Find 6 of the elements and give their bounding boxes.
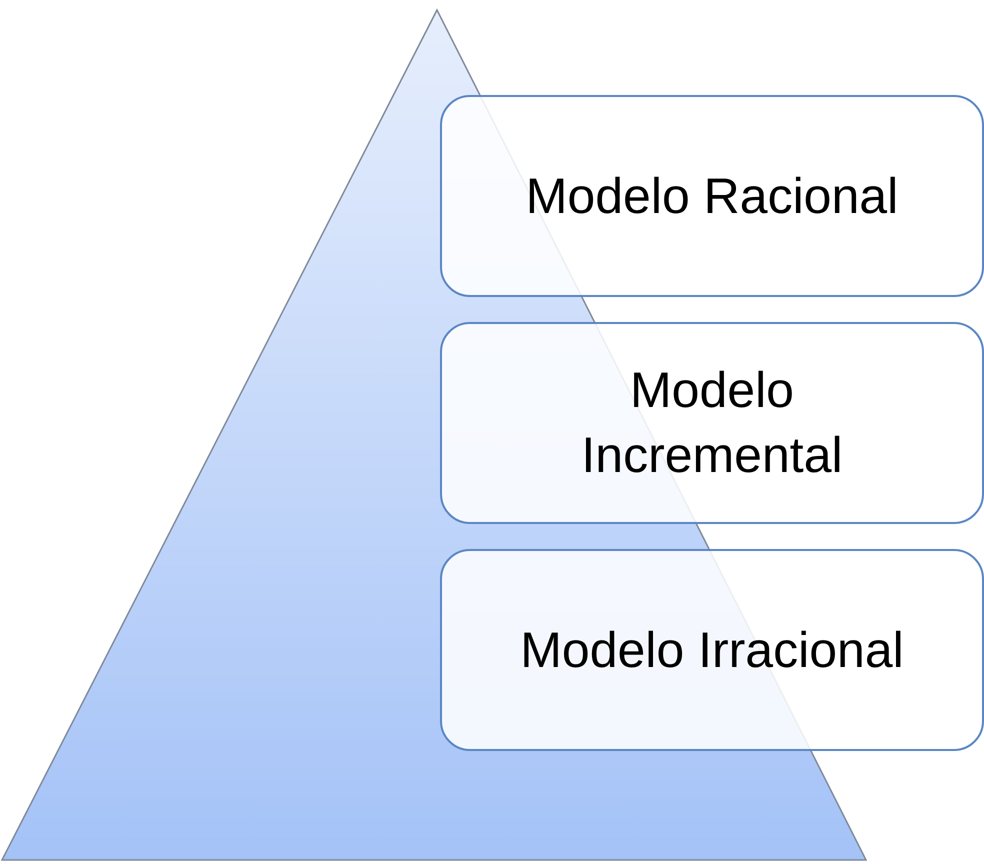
level-label: Modelo Incremental xyxy=(580,361,844,485)
level-label: Modelo Irracional xyxy=(519,620,905,680)
level-box xyxy=(440,95,984,297)
level-box xyxy=(440,322,984,524)
level-label: Modelo Racional xyxy=(524,166,900,226)
level-box xyxy=(440,549,984,751)
